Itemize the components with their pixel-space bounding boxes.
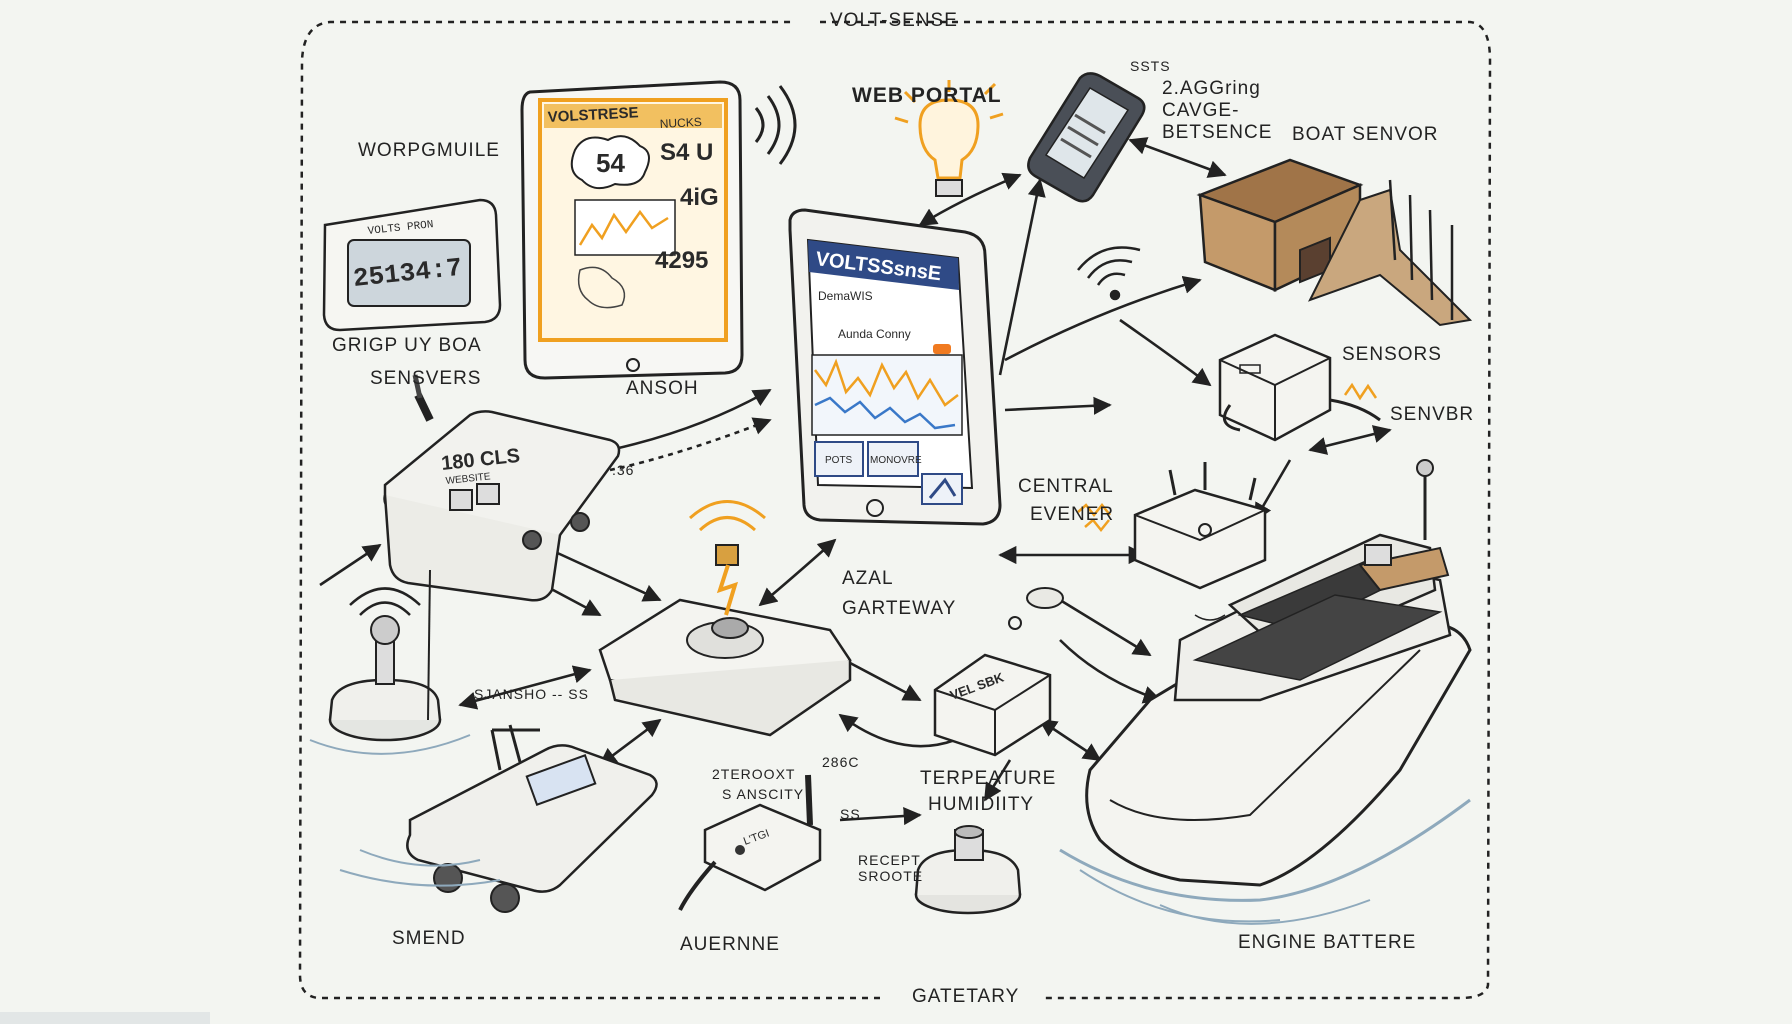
tablet-left-readout-a: 54 xyxy=(596,148,625,178)
central-router xyxy=(1077,462,1267,590)
label-sensor: SENVBR xyxy=(1390,404,1475,425)
sensors-box xyxy=(1218,333,1381,442)
label-range-36: .36 xyxy=(612,462,635,478)
label-auernne: AUERNNE xyxy=(680,934,780,955)
mini-display-device xyxy=(322,198,502,332)
label-central-2: EVENER xyxy=(1030,504,1115,525)
label-zeroboxt-2: S ANSCITY xyxy=(722,786,805,802)
tablet-left-title: VOLSTRESE xyxy=(547,104,639,126)
arrow-sensor-to-central xyxy=(1308,425,1392,455)
label-display-group-2: SENSVERS xyxy=(370,368,482,389)
dashed-frame xyxy=(298,20,1492,1000)
tablet-center xyxy=(788,208,1002,526)
label-sensors: SENSORS xyxy=(1342,344,1442,365)
label-aggr-2: CAVGE- xyxy=(1162,100,1240,121)
label-central-1: CENTRAL xyxy=(1018,476,1114,497)
boat-shed-sensor xyxy=(1196,158,1473,327)
arrow-buoy-to-hub xyxy=(458,665,592,710)
label-zeroboxt-1: 2TEROOXT xyxy=(712,766,796,782)
tablet-center-row-1: DemaWIS xyxy=(818,289,873,303)
label-aggr-1: 2.AGGring xyxy=(1162,78,1261,99)
water-ripples xyxy=(339,849,501,887)
buoy-sensor xyxy=(309,569,471,755)
arrow-router-to-hub xyxy=(538,543,662,602)
arrow-left-into-router xyxy=(319,543,382,587)
label-sts: SSTS xyxy=(1130,58,1171,74)
label-small-cap: SS xyxy=(840,806,861,822)
label-recept-1: RECEPT xyxy=(858,852,921,868)
arrow-recept xyxy=(839,806,922,826)
label-humidity: HUMIDIITY xyxy=(928,794,1035,815)
temperature-sensor-box xyxy=(933,653,1052,757)
label-temperature: TERPEATURE xyxy=(920,768,1057,789)
small-network-node xyxy=(1008,587,1226,630)
temperature-puck xyxy=(914,825,1022,915)
lightbulb-icon xyxy=(894,80,1004,197)
arrow-tablet-to-bulb xyxy=(918,172,1022,227)
tablet-left-readout-c: 4iG xyxy=(680,184,719,211)
arrow-wifi-to-sensors xyxy=(1119,318,1212,387)
label-286: 286C xyxy=(822,754,860,770)
tablet-center-btn-left: POTS xyxy=(825,455,853,466)
label-boat-sensor: BOAT SENVOR xyxy=(1292,124,1439,145)
tablet-left-readout-b: S4 U xyxy=(660,139,713,166)
label-web-portal: WEB PORTAL xyxy=(852,84,1002,107)
arrow-hub-to-handheld xyxy=(598,718,662,767)
motor-yacht xyxy=(1059,459,1472,925)
router-device xyxy=(383,374,621,602)
arrow-box-to-boat xyxy=(1038,718,1102,762)
gateway-hub xyxy=(598,500,852,737)
smartphone-icon xyxy=(1027,72,1146,203)
label-sansoh: ANSOH xyxy=(626,378,699,399)
label-gateway-2: GARTEWAY xyxy=(842,598,957,619)
label-gateway-1: AZAL xyxy=(842,568,894,589)
tablet-left-subtitle: NUCKS xyxy=(659,115,702,131)
handheld-device xyxy=(406,724,658,913)
label-recept-2: SROOTE xyxy=(858,868,924,884)
arrow-tablet-to-phone xyxy=(998,178,1046,376)
arrow-router-to-tablet xyxy=(609,388,772,452)
label-smend: SMEND xyxy=(392,928,466,949)
arrow-temp xyxy=(983,759,1012,802)
frame-title-bottom: GATETARY xyxy=(912,986,1020,1007)
router-sub: WEBSITE xyxy=(445,471,491,487)
connection-arrows xyxy=(319,137,1392,826)
tablet-left-readout-d: 4295 xyxy=(655,247,708,274)
tablet-left xyxy=(520,80,744,380)
arrow-hub-to-boat xyxy=(1059,639,1162,704)
wifi-signal-icon xyxy=(1077,246,1141,301)
frame-title-top: VOLT-SENSE xyxy=(830,10,958,31)
label-engine-battery: ENGINE BATTERE xyxy=(1238,932,1417,953)
tablet-center-row-2: Aunda Conny xyxy=(838,327,911,341)
arrow-tablet-to-sensors xyxy=(1004,275,1202,362)
label-display-group: GRIGP UY BOA xyxy=(332,335,482,356)
label-aggr-3: BETSENCE xyxy=(1162,122,1273,143)
arrow-node-to-boat xyxy=(1059,598,1152,657)
arrow-tablet-to-gateway xyxy=(758,538,837,607)
wifi-arcs-left-tablet xyxy=(754,85,797,165)
label-jansho: SJANSHO -- SS xyxy=(474,686,589,702)
arrow-phone-to-boat-sensor xyxy=(1128,137,1227,178)
tablet-center-btn-mid: MONOVRE xyxy=(870,455,922,466)
arrow-gateway-to-box-return xyxy=(838,713,956,748)
arrow-tablet-to-sensor-box xyxy=(1004,396,1112,415)
sensitivity-sensor xyxy=(678,774,822,911)
label-wordmobile: WORPGMUILE xyxy=(358,140,500,161)
